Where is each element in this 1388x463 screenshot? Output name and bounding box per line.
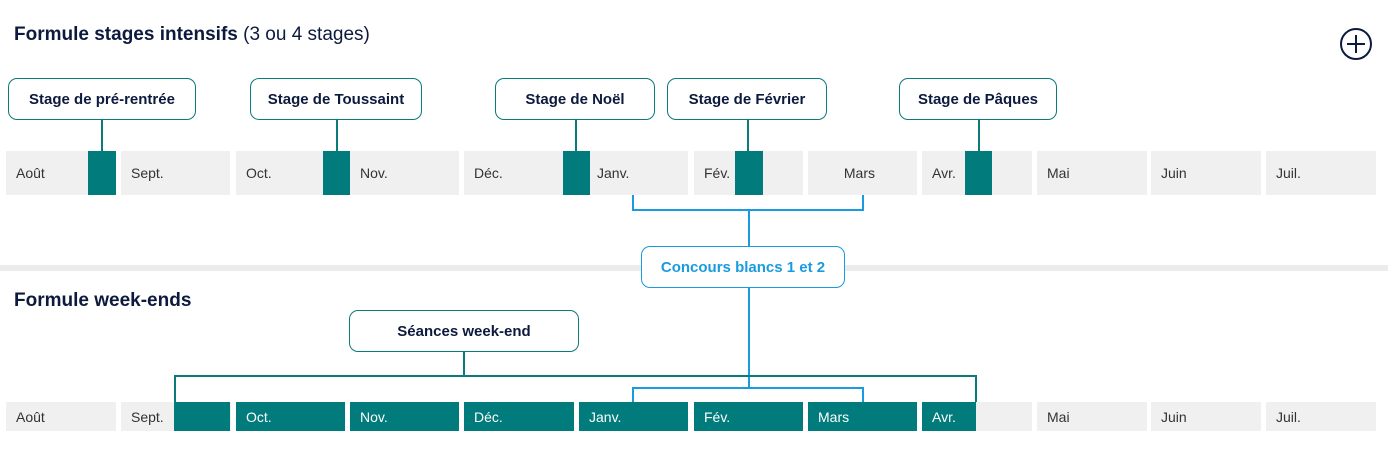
weekend-mark-sept [174,402,230,431]
stage-mark-paques [965,151,992,195]
concours-connector-top [748,209,750,247]
month-cell-row1: Mars [808,151,917,195]
month-label-row1: Janv. [597,165,630,181]
month-cell-row2: Août [6,402,116,431]
month-cell-row2: Nov. [350,402,459,431]
concours-bracket2-bar [632,387,864,389]
stage-mark-pre-rentree [88,151,116,195]
callout-stage-paques: Stage de Pâques [899,78,1057,120]
callout-stage-toussaint: Stage de Toussaint [250,78,422,120]
stage-mark-fevrier [735,151,763,195]
callout-concours-blancs: Concours blancs 1 et 2 [641,246,845,288]
stage-mark-noel [563,151,590,195]
callout-stage-pre-rentree: Stage de pré-rentrée [8,78,196,120]
concours-bracket2-right [862,387,864,402]
month-cell-row1: Juin [1151,151,1261,195]
weekend-bracket-right [975,375,977,402]
callout-stage-noel: Stage de Noël [495,78,655,120]
concours-bracket-right [862,195,864,210]
connector-paques [978,120,980,151]
month-cell-row2: Mars [808,402,917,431]
concours-bracket-left [632,195,634,210]
callout-stage-fevrier: Stage de Février [667,78,827,120]
month-cell-row2: Déc. [464,402,574,431]
concours-connector-bottom [748,288,750,387]
weekend-bracket-left [174,375,176,402]
month-label-row1: Nov. [360,165,388,181]
connector-pre-rentree [101,120,103,151]
month-cell-row2: Avr. [922,402,1032,431]
connector-noel [575,120,577,151]
concours-bracket2-left [632,387,634,402]
section-title-main: Formule stages intensifs [14,24,238,45]
section-title-weekends: Formule week-ends [14,290,192,311]
month-cell-row1: Mai [1037,151,1147,195]
month-cell-row2: Juin [1151,402,1261,431]
month-cell-row1: Sept. [121,151,230,195]
month-cell-row2: Oct. [236,402,345,431]
callout-seances-weekend: Séances week-end [349,310,579,352]
weekend-bracket-bar [174,375,977,377]
month-cell-row1: Juil. [1266,151,1376,195]
month-cell-row2: Fév. [694,402,803,431]
weekend-connector [463,352,465,376]
month-cell-row2: Juil. [1266,402,1376,431]
month-cell-row2: Janv. [579,402,688,431]
month-cell-row2: Mai [1037,402,1147,431]
connector-fevrier [747,120,749,151]
section-subtitle: (3 ou 4 stages) [243,24,370,45]
section-title-intensifs: Formule stages intensifs (3 ou 4 stages) [14,24,370,46]
stage-mark-toussaint [323,151,350,195]
connector-toussaint [336,120,338,151]
plus-circle-icon[interactable] [1340,28,1372,60]
